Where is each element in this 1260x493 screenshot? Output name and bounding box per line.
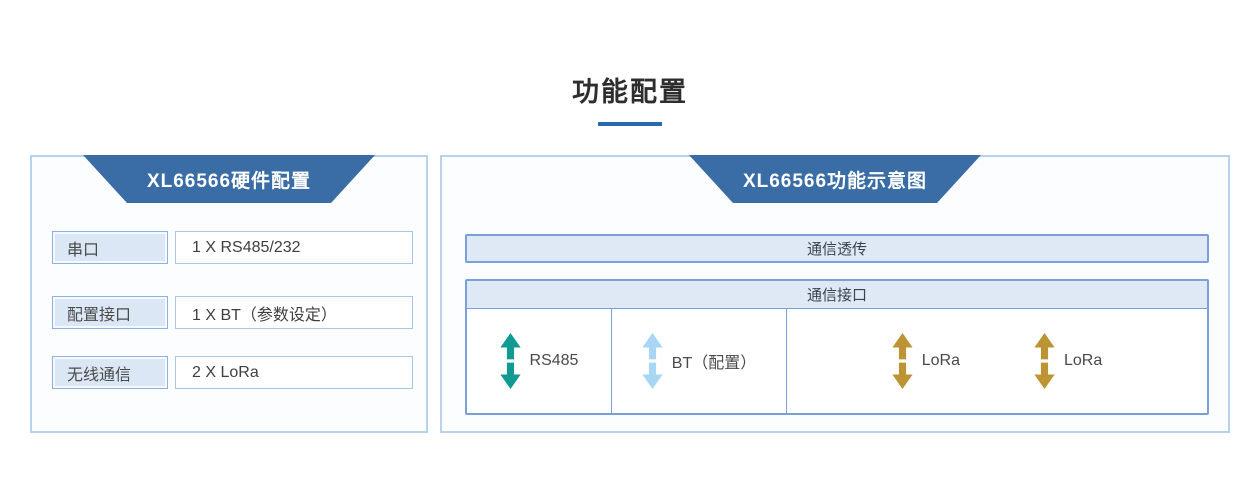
hw-label-wireless: 无线通信 xyxy=(52,356,168,389)
double-arrow-vertical-icon xyxy=(892,333,913,389)
hw-row-config-interface: 配置接口 1 X BT（参数设定） xyxy=(52,296,413,329)
iface-cell-rs485: RS485 xyxy=(467,309,612,413)
hw-label-serial: 串口 xyxy=(52,231,168,264)
comm-interface-table: 通信接口 RS485 BT（配置） LoRa xyxy=(465,279,1209,415)
iface-label-lora-1: LoRa xyxy=(921,352,960,369)
hw-row-serial: 串口 1 X RS485/232 xyxy=(52,231,413,264)
iface-label-lora-2: LoRa xyxy=(1064,352,1103,369)
hw-value-serial: 1 X RS485/232 xyxy=(175,231,413,264)
iface-cell-lora: LoRa LoRa xyxy=(787,309,1207,413)
iface-item-lora-2: LoRa xyxy=(1034,333,1102,389)
iface-cell-bt: BT（配置） xyxy=(612,309,787,413)
hardware-config-panel: XL66566硬件配置 串口 1 X RS485/232 配置接口 1 X BT… xyxy=(30,155,428,433)
hw-row-wireless: 无线通信 2 X LoRa xyxy=(52,356,413,389)
hw-value-config-interface: 1 X BT（参数设定） xyxy=(175,296,413,329)
page-title-block: 功能配置 xyxy=(0,70,1260,126)
comm-interface-body: RS485 BT（配置） LoRa xyxy=(467,309,1207,413)
double-arrow-vertical-icon xyxy=(1034,333,1055,389)
comm-interface-header: 通信接口 xyxy=(467,281,1207,309)
iface-item-lora-1: LoRa xyxy=(892,333,960,389)
hw-label-config-interface: 配置接口 xyxy=(52,296,168,329)
page-title: 功能配置 xyxy=(572,77,688,107)
transparent-transmission-bar: 通信透传 xyxy=(465,234,1209,263)
iface-label-bt: BT（配置） xyxy=(671,355,757,372)
iface-label-rs485: RS485 xyxy=(529,352,579,369)
title-underline xyxy=(598,122,662,126)
hardware-panel-banner: XL66566硬件配置 xyxy=(83,155,375,203)
function-panel-banner: XL66566功能示意图 xyxy=(689,155,981,203)
hw-value-wireless: 2 X LoRa xyxy=(175,356,413,389)
function-diagram-panel: XL66566功能示意图 通信透传 通信接口 RS485 BT（配置） xyxy=(440,155,1230,433)
double-arrow-vertical-icon xyxy=(499,333,521,389)
double-arrow-vertical-icon xyxy=(642,333,663,389)
